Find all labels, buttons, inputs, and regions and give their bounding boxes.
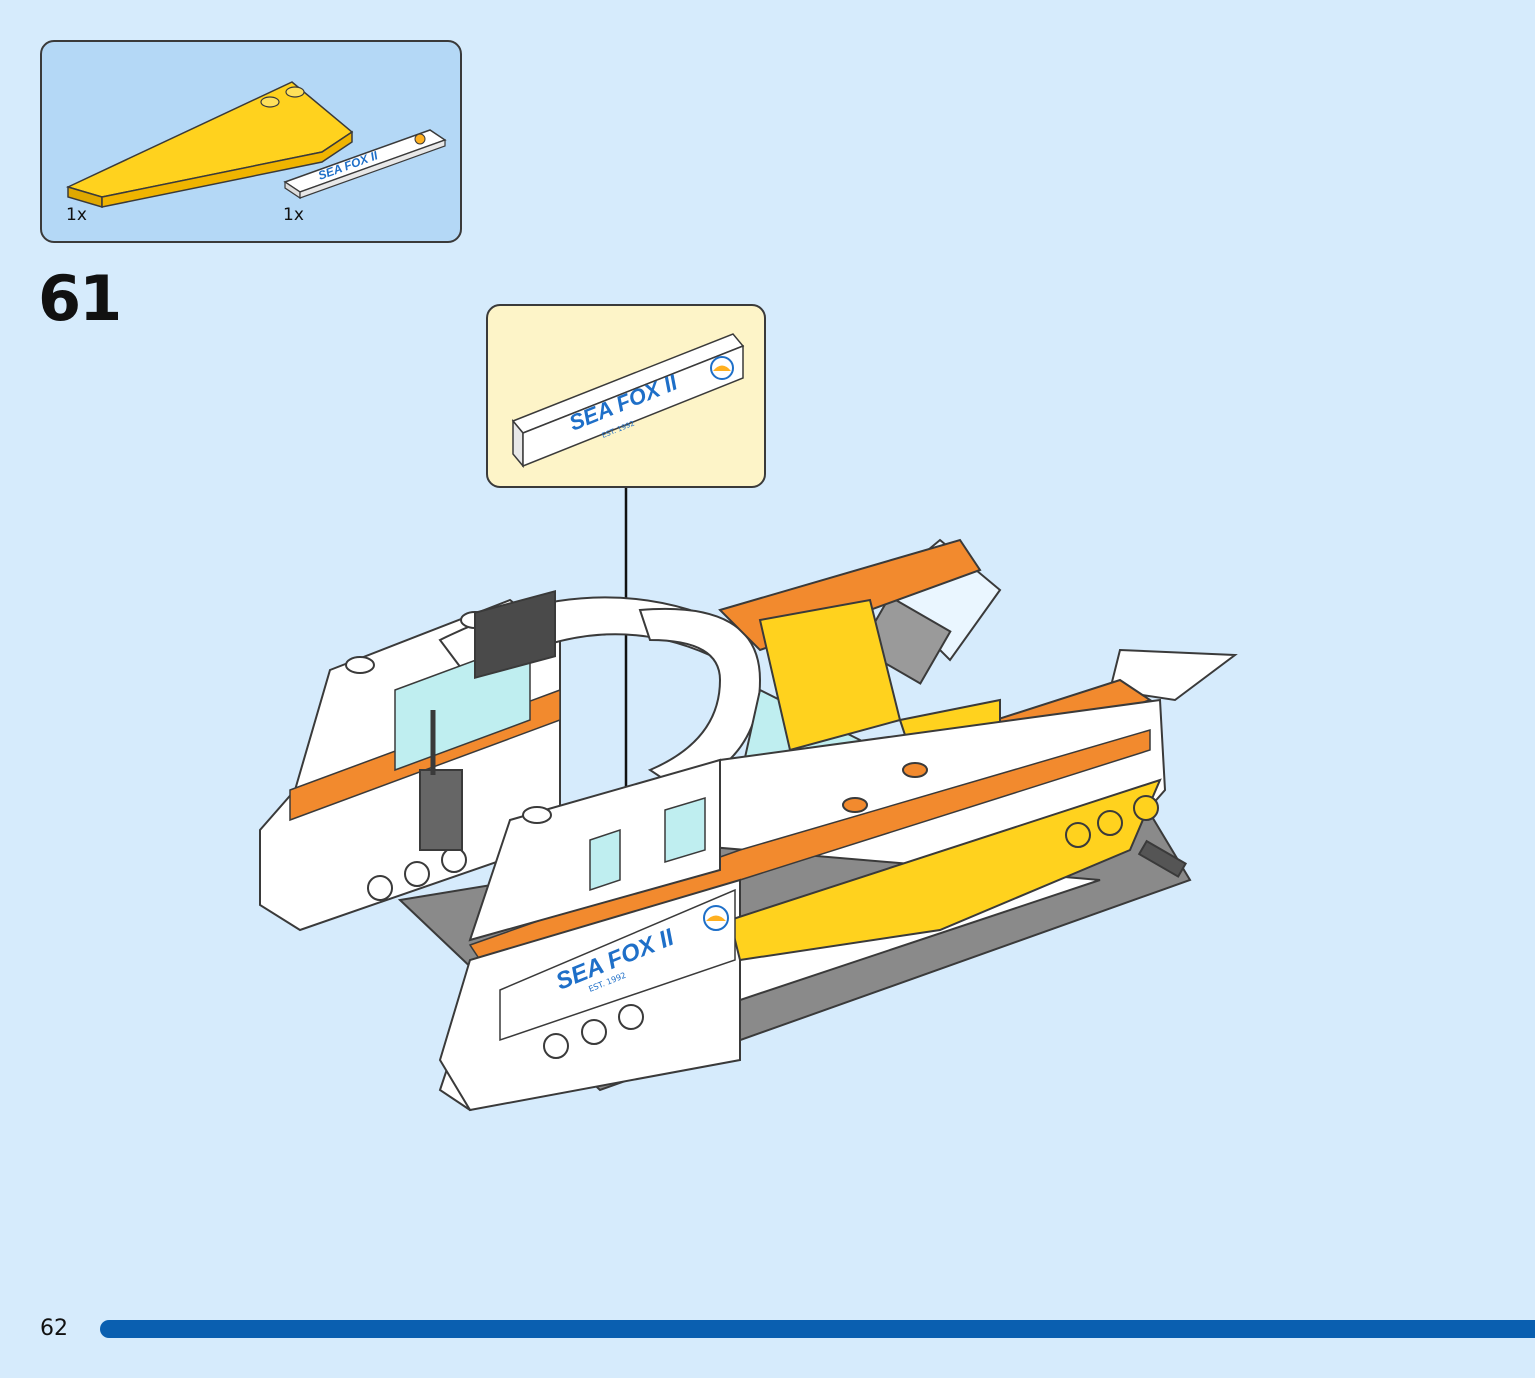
callout-tile-icon: SEA FOX II EST. 1992 (511, 333, 745, 469)
progress-bar (100, 1320, 1535, 1338)
step-number: 61 (38, 262, 122, 335)
quantity-label: 1x (66, 205, 87, 225)
quantity-label: 1x (283, 205, 304, 225)
callout-box: SEA FOX II EST. 1992 (486, 304, 766, 488)
page-number: 62 (40, 1316, 68, 1341)
white-printed-tile-icon: SEA FOX II (283, 129, 447, 200)
parts-list-box: SEA FOX II 1x 1x (40, 40, 462, 243)
yellow-wedge-plate-icon (65, 81, 354, 209)
